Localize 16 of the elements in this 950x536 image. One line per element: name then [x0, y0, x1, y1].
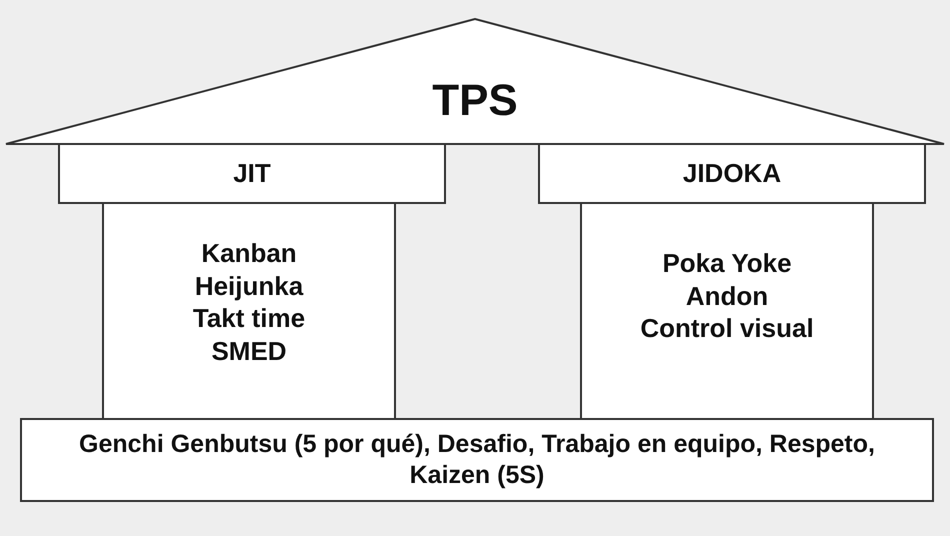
pillar-box: [580, 202, 874, 420]
pillar-item: Takt time: [192, 302, 306, 334]
pillar-item: Control visual: [640, 312, 814, 345]
foundation-box: [20, 418, 934, 502]
pillar-item: Kanban: [201, 237, 297, 270]
capital-box: [538, 143, 926, 204]
pillar-item: SMED: [211, 334, 287, 367]
pillar-box: [102, 202, 396, 420]
roof-title: TPS: [432, 75, 518, 127]
pillar-heading: JIDOKA: [682, 157, 782, 190]
pillar-item: Poka Yoke: [662, 247, 792, 280]
pillar-item: Andon: [686, 280, 768, 312]
pillar-heading: JIT: [233, 157, 271, 190]
foundation-text: Genchi Genbutsu (5 por qué), Desafio, Trabajo en equipo, Respeto, Kaizen (5S): [78, 428, 876, 491]
pillar-item: Heijunka: [194, 270, 304, 302]
capital-box: [58, 143, 446, 204]
